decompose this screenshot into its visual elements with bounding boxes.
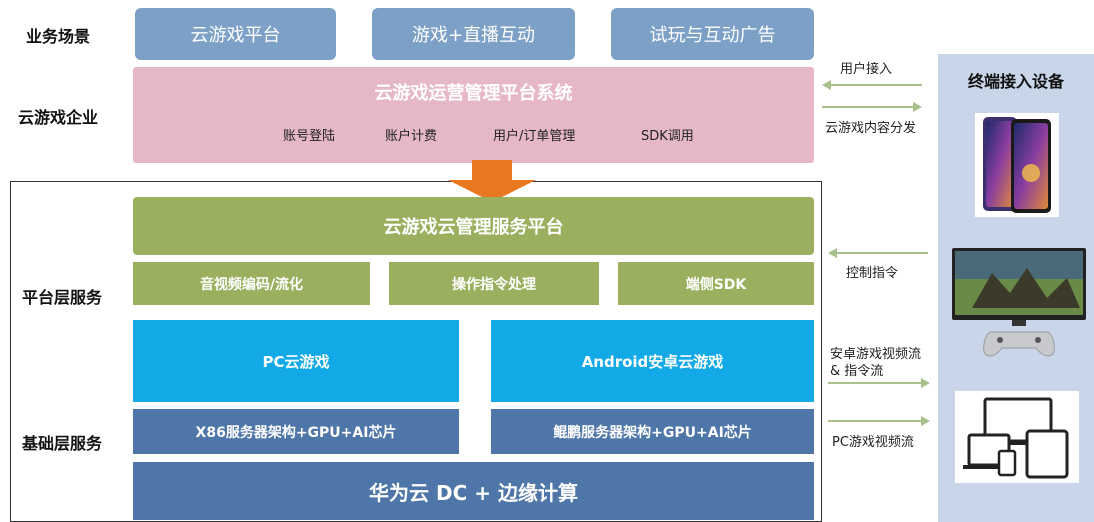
arrow-line (828, 420, 922, 422)
enterprise-item-sdk: SDK调用 (641, 129, 694, 144)
arrow-left-icon (822, 80, 831, 90)
terminal-devices-title: 终端接入设备 (967, 72, 1064, 91)
x86-server-stack: X86服务器架构+GPU+AI芯片 (133, 409, 459, 454)
label-cloud-game-enterprise: 云游戏企业 (18, 108, 99, 127)
arrow-right-icon (921, 416, 930, 426)
flow-label-android-stream: 安卓游戏视频流 (830, 347, 922, 362)
huawei-cloud-dc-edge: 华为云 DC + 边缘计算 (133, 462, 814, 520)
pc-cloud-game: PC云游戏 (133, 320, 459, 402)
flow-label-pc-stream: PC游戏视频流 (832, 435, 914, 450)
enterprise-item-billing: 账户计费 (385, 129, 438, 144)
arrow-line (822, 106, 914, 108)
kunpeng-server-stack: 鲲鹏服务器架构+GPU+AI芯片 (491, 409, 814, 454)
arrow-line (830, 84, 922, 86)
enterprise-operation-platform: 云游戏运营管理平台系统 账号登陆 账户计费 用户/订单管理 SDK调用 (133, 67, 814, 163)
monitor-gamepad-icon (952, 248, 1086, 360)
flow-label-user-access: 用户接入 (840, 62, 893, 77)
label-platform-layer: 平台层服务 (22, 288, 103, 307)
platform-command-processing: 操作指令处理 (389, 262, 599, 305)
label-business-scene: 业务场景 (26, 27, 91, 46)
scene-game-live-interaction: 游戏+直播互动 (372, 8, 575, 60)
label-infra-layer: 基础层服务 (22, 434, 103, 453)
scene-cloud-game-platform: 云游戏平台 (135, 8, 336, 60)
down-arrow-head-icon (448, 180, 536, 202)
android-cloud-game: Android安卓云游戏 (491, 320, 814, 402)
enterprise-item-user-order: 用户/订单管理 (493, 129, 576, 144)
multi-device-icon (955, 391, 1079, 483)
arrow-left-icon (828, 248, 837, 258)
down-arrow-icon (472, 160, 512, 180)
flow-label-content-distribution: 云游戏内容分发 (825, 121, 917, 136)
enterprise-item-login: 账号登陆 (283, 129, 336, 144)
platform-av-encoding: 音视频编码/流化 (133, 262, 370, 305)
arrow-line (836, 252, 928, 254)
scene-trial-interactive-ads: 试玩与互动广告 (611, 8, 814, 60)
arrow-line (828, 382, 922, 384)
cloud-management-platform: 云游戏云管理服务平台 (133, 197, 814, 255)
flow-label-command-stream: & 指令流 (830, 364, 884, 379)
arrow-right-icon (921, 378, 930, 388)
enterprise-title: 云游戏运营管理平台系统 (374, 83, 573, 104)
arrow-right-icon (913, 102, 922, 112)
platform-client-sdk: 端侧SDK (618, 262, 814, 305)
smartphone-icon (975, 113, 1059, 217)
flow-label-control-command: 控制指令 (846, 266, 899, 281)
